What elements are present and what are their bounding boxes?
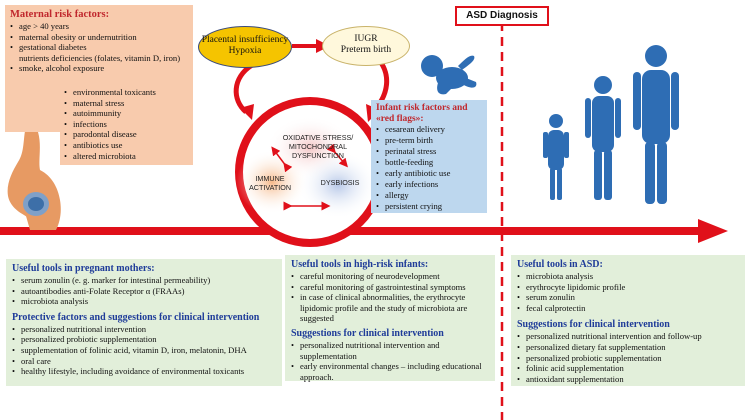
pathophysiology-circle bbox=[235, 97, 385, 247]
list-item: infections bbox=[64, 119, 189, 130]
list-item: personalized nutritional intervention bbox=[12, 324, 276, 335]
highrisk-tools-title: Useful tools in high-risk infants: bbox=[291, 259, 429, 270]
asd-tools-box: Useful tools in ASD: microbiota analysis… bbox=[511, 255, 745, 386]
list-item: erythrocyte lipidomic profile bbox=[517, 282, 739, 293]
list-item: personalized nutritional intervention an… bbox=[517, 331, 739, 342]
list-item: careful monitoring of neurodevelopment bbox=[291, 271, 489, 282]
asd-intervention-title: Suggestions for clinical intervention bbox=[517, 319, 670, 331]
infant-risk-title-2: «red flags»: bbox=[376, 113, 424, 124]
placental-insufficiency-ellipse: Placental insufficiency Hypoxia bbox=[198, 26, 292, 68]
immune-activation-label-1: IMMUNE bbox=[255, 174, 284, 183]
curve-arrow-left bbox=[233, 62, 254, 114]
oxidative-stress-label-3: DYSFUNCTION bbox=[292, 151, 344, 160]
infant-risk-box: Infant risk factors and «red flags»: ces… bbox=[371, 100, 487, 213]
list-item: oral care bbox=[12, 356, 276, 367]
list-item: parodontal disease bbox=[64, 129, 189, 140]
maternal-risk-sub: nutrients deficiencies (folates, vitamin… bbox=[19, 52, 181, 63]
placental-line-1: Placental insufficiency bbox=[201, 35, 289, 45]
list-item: autoimmunity bbox=[64, 108, 189, 119]
oxidative-stress-label-1: OXIDATIVE STRESS/ bbox=[283, 133, 354, 142]
list-item: careful monitoring of gastrointestinal s… bbox=[291, 282, 489, 293]
pregnant-tools-box: Useful tools in pregnant mothers: serum … bbox=[6, 259, 282, 386]
iugr-line-1: IUGR bbox=[354, 34, 378, 44]
list-item: early infections bbox=[376, 179, 482, 190]
list-item: bottle-feeding bbox=[376, 157, 482, 168]
list-item: age > 40 years bbox=[10, 21, 188, 32]
list-item: early environmental changes – including … bbox=[291, 361, 489, 382]
list-item: early antibiotic use bbox=[376, 168, 482, 179]
list-item: altered microbiota bbox=[64, 151, 189, 162]
list-item: personalized dietary fat supplementation bbox=[517, 342, 739, 353]
list-item: antibiotics use bbox=[64, 140, 189, 151]
list-item: persistent crying bbox=[376, 201, 482, 212]
list-item: cesarean delivery bbox=[376, 124, 482, 135]
list-item: healthy lifestyle, including avoidance o… bbox=[12, 366, 276, 377]
list-item: serum zonulin (e. g. marker for intestin… bbox=[12, 275, 276, 286]
asd-tools-title: Useful tools in ASD: bbox=[517, 259, 603, 270]
dysbiosis-label: DYSBIOSIS bbox=[321, 178, 360, 187]
pregnant-woman-figure bbox=[7, 120, 61, 230]
list-item: folinic acid supplementation bbox=[517, 363, 739, 374]
list-item: maternal stress bbox=[64, 98, 189, 109]
highrisk-tools-box: Useful tools in high-risk infants: caref… bbox=[285, 255, 495, 382]
list-item: environmental toxicants bbox=[64, 87, 189, 98]
baby-figure bbox=[421, 55, 477, 95]
immune-activation-label-2: ACTIVATION bbox=[249, 183, 291, 192]
list-item: in case of clinical abnormalities, the e… bbox=[291, 292, 489, 324]
pregnant-protective-title: Protective factors and suggestions for c… bbox=[12, 311, 260, 323]
adult-figure bbox=[633, 45, 679, 204]
list-item: personalized nutritional intervention an… bbox=[291, 340, 489, 361]
oxidative-stress-label-2: MITOCHONDRAL bbox=[289, 142, 347, 151]
list-item: autoantibodies anti-Folate Receptor α (F… bbox=[12, 286, 276, 297]
list-item: personalized probiotic supplementation bbox=[517, 353, 739, 364]
maternal-risk-list: age > 40 years maternal obesity or under… bbox=[10, 21, 188, 53]
child-figure-teen bbox=[585, 76, 621, 200]
list-item: smoke, alcohol exposure bbox=[10, 63, 188, 74]
list-item: maternal obesity or undernutrition bbox=[10, 32, 188, 43]
infant-risk-title-1: Infant risk factors and bbox=[376, 103, 468, 113]
list-item: microbiota analysis bbox=[12, 296, 276, 307]
iugr-line-2: Preterm birth bbox=[340, 45, 392, 55]
maternal-risk-title: Maternal risk factors: bbox=[10, 9, 110, 20]
asd-diagnosis-label: ASD Diagnosis bbox=[455, 6, 549, 26]
list-item: allergy bbox=[376, 190, 482, 201]
list-item: microbiota analysis bbox=[517, 271, 739, 282]
list-item: pre-term birth bbox=[376, 135, 482, 146]
child-figure-small bbox=[543, 114, 569, 200]
list-item: antioxidant supplementation bbox=[517, 374, 739, 385]
list-item: supplementation of folinic acid, vitamin… bbox=[12, 345, 276, 356]
iugr-ellipse: IUGR Preterm birth bbox=[322, 26, 410, 66]
pregnant-tools-title: Useful tools in pregnant mothers: bbox=[12, 263, 155, 274]
maternal-risk-box-2: environmental toxicants maternal stress … bbox=[60, 85, 193, 165]
list-item: fecal calprotectin bbox=[517, 303, 739, 314]
placental-line-2: Hypoxia bbox=[228, 46, 262, 56]
asd-diagnosis-text: ASD Diagnosis bbox=[466, 10, 538, 21]
list-item: perinatal stress bbox=[376, 146, 482, 157]
list-item: gestational diabetes bbox=[10, 42, 188, 53]
list-item: serum zonulin bbox=[517, 292, 739, 303]
list-item: personalized probiotic supplementation bbox=[12, 334, 276, 345]
highrisk-intervention-title: Suggestions for clinical intervention bbox=[291, 327, 444, 339]
